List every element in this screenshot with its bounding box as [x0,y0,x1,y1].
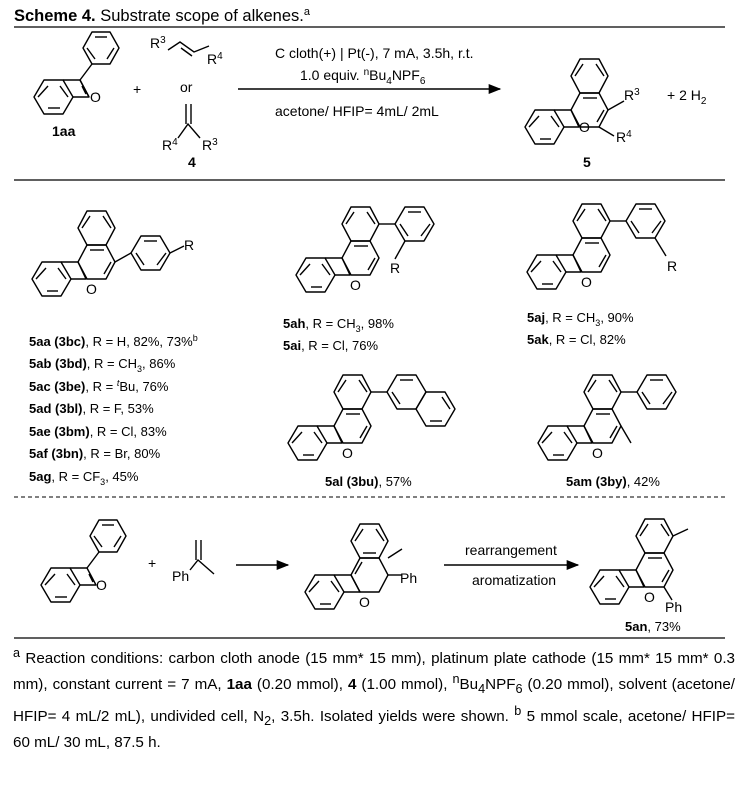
oxygen-label: O [592,445,603,461]
structure-5an [589,518,689,605]
entry-5ah: 5ah, R = CH3, 98% [283,316,394,334]
entry-5af: 5af (3bn), R = Br, 80% [29,446,161,461]
oxygen-label: O [350,277,361,293]
conditions-line1: C cloth(+) | Pt(-), 7 mA, 3.5h, r.t. [275,45,474,61]
phenyl-label: Ph [172,568,189,584]
alkene-r3: R3 [150,35,166,51]
conditions-solvent: acetone/ HFIP= 4mL/ 2mL [275,103,439,119]
plus-sign: + [148,555,156,571]
structure-disubstituted-alkene [177,104,201,139]
substituent-r: R [390,260,400,276]
arrow-label-bottom: aromatization [472,572,556,588]
structure-alkene [167,41,210,57]
substituent-r: R [667,258,677,274]
alkene-r4: R4 [207,51,223,67]
entry-5al: 5al (3bu), 57% [325,474,412,489]
entry-5ai: 5ai, R = Cl, 76% [283,338,378,353]
alkene2-r4: R4 [162,137,178,153]
structure-5am [537,374,677,461]
product-r3: R3 [624,87,640,103]
label-1aa: 1aa [52,123,76,139]
conditions-line2: 1.0 equiv. nBu4NPF6 [300,67,426,87]
entry-5aj: 5aj, R = CH3, 90% [527,310,634,328]
phenyl-label: Ph [400,570,417,586]
structure-5al [287,374,456,461]
entry-5am: 5am (3by), 42% [566,474,660,489]
structure-1aa [33,31,120,115]
oxygen-label: O [579,119,590,135]
oxygen-label: O [359,594,370,610]
oxygen-label: O [644,589,655,605]
oxygen-label: O [86,281,97,297]
oxygen-label: O [90,89,101,105]
footnote: a Reaction conditions: carbon cloth anod… [13,646,735,752]
scheme-title: Scheme 4. Substrate scope of alkenes.a [14,6,311,25]
arrow-label-top: rearrangement [465,542,557,558]
label-4: 4 [188,154,196,170]
alkene2-r3: R3 [202,137,218,153]
oxygen-label: O [342,445,353,461]
product-r4: R4 [616,129,632,145]
reaction-scheme: Scheme 4. Substrate scope of alkenes.a O… [14,6,725,639]
label-5: 5 [583,154,591,170]
or-label: or [180,79,193,95]
entry-5ab: 5ab (3bd), R = CH3, 86% [29,356,176,374]
structure-1aa-bottom [40,519,127,603]
entry-5ad: 5ad (3bl), R = F, 53% [29,401,154,416]
phenyl-label: Ph [665,599,682,615]
entry-5ak: 5ak, R = Cl, 82% [527,332,626,347]
entry-5aa: 5aa (3bc), R = H, 82%, 73%b [29,333,198,349]
oxygen-label: O [581,274,592,290]
structure-5aa [31,210,185,297]
structure-intermediate [304,523,403,610]
substituent-r: R [184,237,194,253]
structure-5aj [526,203,667,290]
structure-5ah [295,206,435,293]
entry-5ac: 5ac (3be), R = tBu, 76% [29,378,169,394]
oxygen-label: O [96,577,107,593]
entry-5an: 5an, 73% [625,619,681,634]
byproduct-h2: + 2 H2 [667,87,707,107]
plus-sign: + [133,81,141,97]
structure-alpha-methylstyrene [189,540,215,575]
entry-5ag: 5ag, R = CF3, 45% [29,469,139,487]
entry-5ae: 5ae (3bm), R = Cl, 83% [29,424,167,439]
structure-5 [524,58,625,145]
